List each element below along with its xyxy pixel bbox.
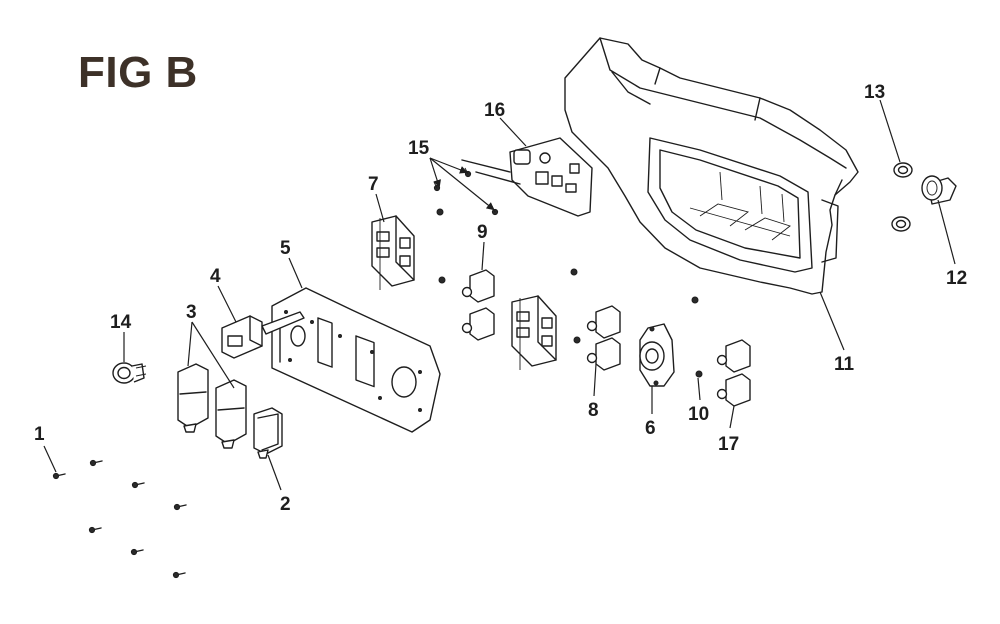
switch-cover-right bbox=[215, 379, 247, 449]
figure-title: FIG B bbox=[78, 48, 198, 97]
callout-3: 3 bbox=[186, 302, 197, 323]
callout-8: 8 bbox=[588, 400, 599, 421]
hex-nuts bbox=[436, 208, 703, 378]
circuit-breaker-8-lower bbox=[586, 337, 621, 371]
callout-15: 15 bbox=[408, 138, 430, 159]
control-panel-housing bbox=[564, 37, 859, 295]
callout-13: 13 bbox=[864, 82, 885, 103]
grommet-upper bbox=[893, 162, 913, 178]
callout-17: 17 bbox=[718, 434, 739, 455]
circuit-breaker-8-upper bbox=[586, 305, 621, 339]
callout-4: 4 bbox=[210, 266, 221, 287]
circuit-breaker-9-upper bbox=[461, 269, 495, 303]
circuit-breaker-17-upper bbox=[716, 339, 751, 373]
callout-labels: 1 2 3 4 5 6 7 8 9 10 11 12 13 14 15 16 1… bbox=[34, 82, 967, 515]
callout-12: 12 bbox=[946, 268, 967, 289]
callout-6: 6 bbox=[645, 418, 656, 439]
circuit-breaker-17-lower bbox=[716, 373, 751, 407]
switch-cover-left bbox=[177, 363, 209, 433]
callout-5: 5 bbox=[280, 238, 291, 259]
mounting-plate bbox=[271, 287, 441, 433]
twist-lock-receptacle bbox=[639, 323, 675, 387]
callout-14: 14 bbox=[110, 312, 132, 333]
callout-10: 10 bbox=[688, 404, 709, 425]
hour-meter bbox=[221, 311, 305, 359]
switch-cover-single bbox=[253, 407, 283, 459]
push-button bbox=[112, 362, 147, 384]
callout-11: 11 bbox=[834, 354, 855, 375]
callout-9: 9 bbox=[477, 222, 488, 243]
callout-2: 2 bbox=[280, 494, 291, 515]
circuit-breaker-9-lower bbox=[461, 307, 495, 341]
screws-1 bbox=[52, 459, 187, 579]
duplex-outlet-lower bbox=[511, 295, 557, 370]
duplex-outlet-upper bbox=[371, 215, 415, 290]
circuit-board bbox=[461, 137, 593, 217]
leader-lines bbox=[43, 99, 956, 491]
grommet-lower bbox=[891, 216, 911, 232]
callout-7: 7 bbox=[368, 174, 379, 195]
fuel-cap bbox=[921, 175, 957, 205]
callout-1: 1 bbox=[34, 424, 45, 445]
callout-16: 16 bbox=[484, 100, 505, 121]
